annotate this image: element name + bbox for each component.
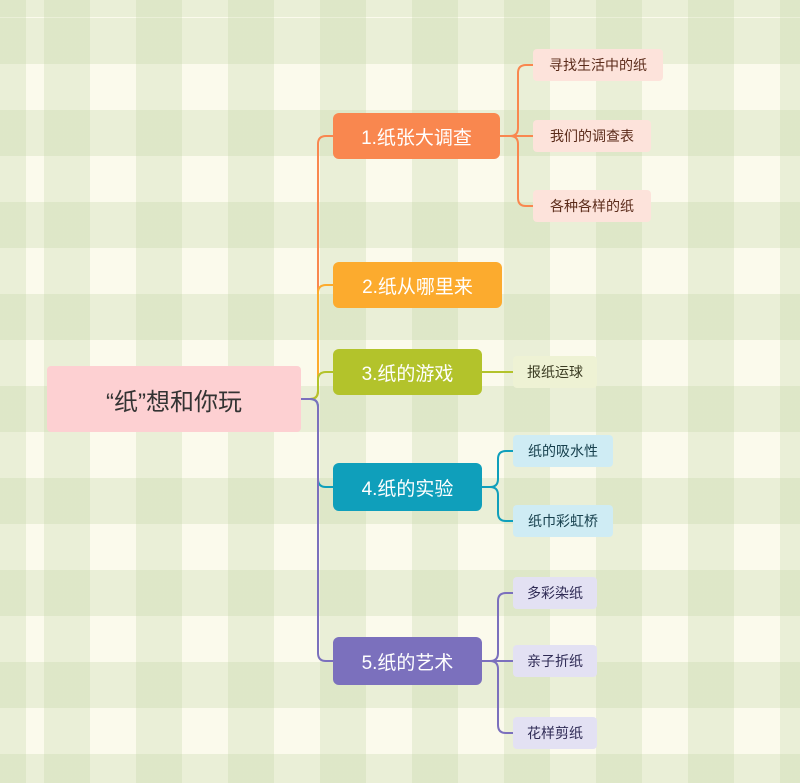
leaf-topic-5-1: 多彩染纸 [513, 577, 597, 609]
branch-topic-5: 5.纸的艺术 [333, 637, 482, 685]
connector-root-branch-5 [300, 398, 334, 662]
branch-topic-label: 2.纸从哪里来 [362, 276, 473, 298]
leaf-topic-1-1: 寻找生活中的纸 [533, 49, 663, 81]
branch-topic-4: 4.纸的实验 [333, 463, 482, 511]
leaf-topic-label: 纸的吸水性 [528, 443, 598, 459]
branch-topic-3: 3.纸的游戏 [333, 349, 482, 395]
connector-branch-4-leaf-1 [481, 450, 514, 488]
leaf-topic-5-3: 花样剪纸 [513, 717, 597, 749]
leaf-topic-1-3: 各种各样的纸 [533, 190, 651, 222]
branch-topic-label: 3.纸的游戏 [361, 363, 454, 385]
leaf-topic-label: 各种各样的纸 [550, 198, 634, 214]
leaf-topic-5-2: 亲子折纸 [513, 645, 597, 677]
connector-branch-1-leaf-1 [499, 64, 534, 137]
leaf-topic-label: 报纸运球 [527, 364, 583, 380]
branch-topic-2: 2.纸从哪里来 [333, 262, 502, 308]
connector-branch-1-leaf-3 [499, 135, 534, 207]
leaf-topic-1-2: 我们的调查表 [533, 120, 651, 152]
leaf-topic-label: 亲子折纸 [527, 653, 583, 669]
connector-branch-5-leaf-3 [481, 660, 514, 734]
leaf-topic-label: 多彩染纸 [527, 585, 583, 601]
leaf-topic-3-1: 报纸运球 [513, 356, 597, 388]
leaf-topic-label: 我们的调查表 [550, 128, 634, 144]
root-topic: “纸”想和你玩 [47, 366, 301, 432]
connector-branch-5-leaf-1 [481, 592, 514, 662]
leaf-topic-4-1: 纸的吸水性 [513, 435, 613, 467]
branch-topic-label: 1.纸张大调查 [361, 127, 472, 149]
branch-topic-1: 1.纸张大调查 [333, 113, 500, 159]
leaf-topic-label: 寻找生活中的纸 [549, 57, 647, 73]
branch-topic-label: 5.纸的艺术 [361, 652, 454, 674]
connector-branch-4-leaf-2 [481, 486, 514, 522]
leaf-topic-label: 纸巾彩虹桥 [528, 513, 598, 529]
root-topic-label: “纸”想和你玩 [106, 388, 242, 416]
leaf-topic-4-2: 纸巾彩虹桥 [513, 505, 613, 537]
branch-topic-label: 4.纸的实验 [361, 478, 454, 500]
leaf-topic-label: 花样剪纸 [527, 725, 583, 741]
